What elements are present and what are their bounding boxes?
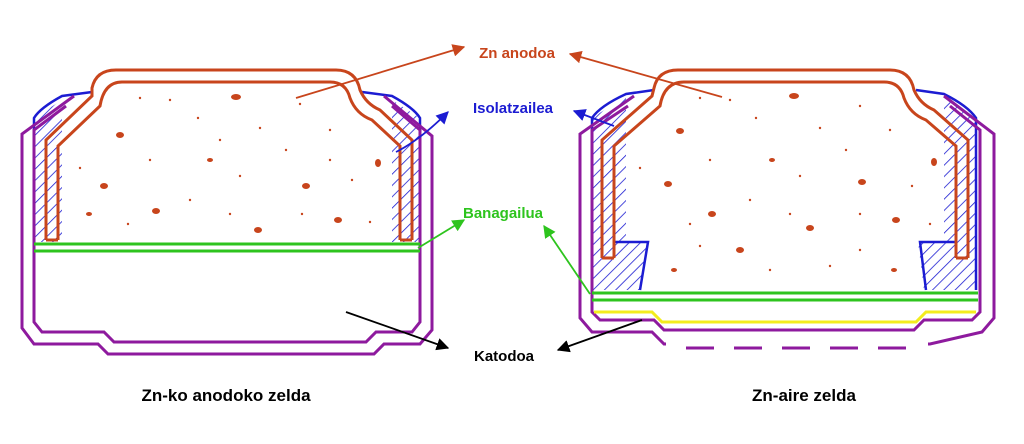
separator-label: Banagailua bbox=[463, 205, 544, 222]
right-insulator-hatch bbox=[592, 96, 648, 290]
right-cell bbox=[578, 68, 996, 350]
right-insulator-hatch bbox=[918, 96, 976, 290]
cathode-arrow-right bbox=[556, 319, 643, 353]
right-can-outer bbox=[578, 94, 666, 346]
left-insulator-outline bbox=[361, 90, 422, 242]
cathode-label: Katodoa bbox=[474, 348, 535, 365]
anode-arrow-right bbox=[568, 51, 723, 98]
label-arrows bbox=[295, 44, 723, 353]
cathode-arrow-left bbox=[345, 311, 450, 351]
left-anode-cap-inner bbox=[56, 80, 402, 240]
right-caption: Zn-aire zelda bbox=[752, 386, 856, 405]
right-air-cathode-layer bbox=[594, 310, 976, 324]
separator-arrow-right bbox=[543, 224, 591, 295]
right-insulator-block bbox=[918, 240, 956, 291]
anode-arrow-left bbox=[295, 44, 466, 99]
right-can-inner bbox=[590, 104, 982, 332]
right-anode-cap-outer bbox=[600, 68, 970, 258]
left-insulator-outline bbox=[32, 90, 93, 242]
anode-label: Zn anodoa bbox=[479, 45, 555, 62]
left-cell bbox=[20, 68, 434, 356]
left-caption: Zn-ko anodoko zelda bbox=[141, 386, 311, 405]
insulator-label: Isolatzailea bbox=[473, 100, 554, 117]
left-insulator-hatch bbox=[34, 100, 62, 242]
insulator-arrow-right bbox=[572, 109, 615, 127]
right-insulator-block bbox=[614, 240, 650, 291]
right-can-outer bbox=[928, 94, 996, 346]
right-insulator-outline bbox=[915, 88, 978, 290]
left-can-inner bbox=[32, 104, 422, 344]
left-can-outer bbox=[20, 94, 434, 356]
left-zinc-powder bbox=[78, 94, 381, 233]
separator-arrow-left bbox=[417, 219, 466, 249]
insulator-arrow-left bbox=[395, 111, 449, 153]
left-anode-cap-outer bbox=[44, 68, 414, 240]
right-zinc-powder bbox=[638, 93, 937, 272]
right-anode-cap-inner bbox=[612, 80, 958, 258]
